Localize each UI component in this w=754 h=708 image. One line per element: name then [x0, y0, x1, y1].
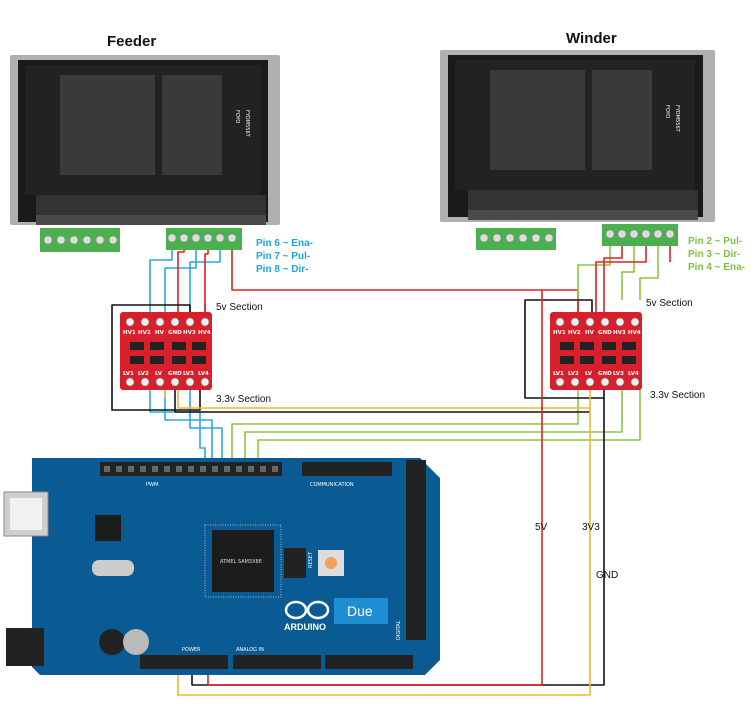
board-power-label: POWER — [182, 647, 201, 653]
wire-winder-ena — [257, 244, 659, 470]
feeder-title: Feeder — [107, 33, 156, 50]
wire-winder-pul — [231, 244, 611, 470]
feeder-hv2: HV2 — [138, 330, 151, 336]
feeder-brand: FOYO — [234, 110, 240, 123]
feeder-pin-label-1: Pin 6 ~ Ena- — [256, 238, 313, 249]
feeder-pin-label-2: Pin 7 ~ Pul- — [256, 251, 310, 262]
winder-signal-terminal — [602, 224, 678, 246]
feeder-hv1: HV1 — [123, 330, 136, 336]
winder-lgnd: GND — [598, 371, 612, 377]
board-reset-label: RESET — [308, 551, 314, 568]
wire-feeder-pos — [177, 240, 185, 318]
winder-33v-section: 3.3v Section — [650, 390, 705, 401]
winder-driver: FOYO FYDM556T — [440, 50, 715, 250]
wire-winder-pos2 — [595, 244, 647, 318]
feeder-33v-section: 3.3v Section — [216, 394, 271, 405]
winder-hv: HV — [585, 330, 595, 336]
winder-model: FYDM556T — [674, 105, 680, 133]
winder-lv4: LV4 — [628, 371, 639, 377]
board-comm-label: COMMUNICATION — [310, 482, 354, 488]
feeder-hgnd: GND — [168, 330, 182, 336]
wire-winder-dir — [244, 244, 635, 470]
winder-pin-label-2: Pin 3 ~ Dir- — [688, 249, 741, 260]
wire-gnd-feeder — [111, 304, 201, 411]
winder-hv4: HV4 — [628, 330, 641, 336]
winder-power-terminal — [476, 228, 556, 250]
feeder-lv2: LV2 — [138, 371, 149, 377]
wire-33v — [164, 388, 591, 696]
rail-gnd-label: GND — [596, 570, 618, 581]
feeder-driver: FOYO FYDM556T — [10, 55, 280, 252]
feeder-lv4: LV4 — [198, 371, 209, 377]
arduino-logo — [284, 600, 330, 620]
feeder-lv3: LV3 — [183, 371, 194, 377]
winder-lv1: LV1 — [553, 371, 564, 377]
feeder-hv: HV — [155, 330, 165, 336]
winder-lv2: LV2 — [568, 371, 579, 377]
board-digital-label: DIGITAL — [396, 620, 402, 640]
winder-hv3: HV3 — [613, 330, 626, 336]
winder-lv: LV — [585, 371, 593, 377]
board-pwm-label: PWM — [146, 482, 158, 488]
wire-gnd-winder — [524, 299, 605, 399]
winder-brand: FOYO — [664, 105, 670, 118]
winder-pin-label-1: Pin 2 ~ Pul- — [688, 236, 742, 247]
feeder-pin-label-3: Pin 8 ~ Dir- — [256, 264, 309, 275]
level-shifter-feeder: HV1 HV2 HV GND HV3 HV4 LV1 LV2 LV GND LV… — [120, 312, 212, 390]
feeder-lgnd: GND — [168, 371, 182, 377]
board-brand: ARDUINO — [284, 622, 326, 632]
board-chip: ATMEL SAM3X8E — [220, 559, 262, 565]
rail-5v-label: 5V — [535, 522, 548, 533]
board-analog-label: ANALOG IN — [236, 647, 264, 653]
winder-hv1: HV1 — [553, 330, 566, 336]
feeder-model: FYDM556T — [244, 110, 250, 138]
winder-5v-section: 5v Section — [646, 298, 693, 309]
feeder-power-terminal — [40, 228, 120, 252]
feeder-5v-section: 5v Section — [216, 302, 263, 313]
winder-hgnd: GND — [598, 330, 612, 336]
wire-winder-pos — [603, 244, 623, 318]
wire-feeder-pul — [164, 240, 213, 470]
feeder-lv1: LV1 — [123, 371, 134, 377]
winder-pin-label-3: Pin 4 ~ Ena- — [688, 262, 745, 273]
feeder-lv: LV — [155, 371, 163, 377]
feeder-hv4: HV4 — [198, 330, 211, 336]
arduino-due-board — [3, 458, 440, 675]
board-name: Due — [347, 603, 373, 619]
winder-lv3: LV3 — [613, 371, 624, 377]
winder-hv2: HV2 — [568, 330, 581, 336]
winder-title: Winder — [566, 30, 617, 47]
rail-33v-label: 3V3 — [582, 522, 600, 533]
level-shifter-winder: HV1 HV2 HV GND HV3 HV4 LV1 LV2 LV GND LV… — [550, 312, 642, 390]
feeder-hv3: HV3 — [183, 330, 196, 336]
